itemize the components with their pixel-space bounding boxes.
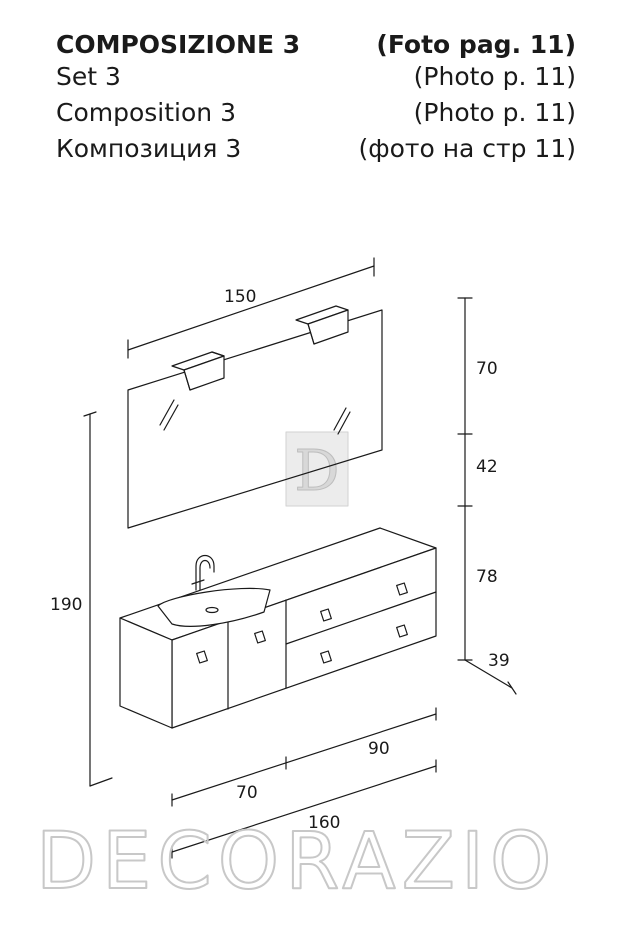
photo-ref-ru: (фото на стр 11) [358, 134, 576, 163]
vertical-dimension-right: 70 42 78 [457, 297, 498, 661]
dim-gap-height: 42 [476, 457, 498, 477]
watermark-logo-letter: D [295, 439, 340, 504]
composition-title-en: Composition 3 [56, 98, 236, 127]
header-row-4: Композиция 3 (фото на стр 11) [56, 134, 576, 164]
header-row-2: Set 3 (Photo p. 11) [56, 62, 576, 92]
dim-mirror-height: 70 [476, 359, 498, 379]
header-row-1: COMPOSIZIONE 3 (Foto pag. 11) [56, 30, 576, 60]
watermark-logo: D [285, 431, 349, 507]
watermark-brand: DECORAZIO [36, 817, 557, 907]
mirror-lamp-right [295, 305, 349, 345]
basin [157, 554, 271, 627]
mirror [127, 309, 383, 529]
width-dimensions: 70 90 160 [171, 707, 437, 859]
dim-cabinet-depth: 39 [488, 651, 510, 671]
photo-ref-en: (Photo p. 11) [413, 62, 576, 91]
dim-total-height: 190 [50, 595, 82, 615]
header-row-3: Composition 3 (Photo p. 11) [56, 98, 576, 128]
depth-dimension: 39 [464, 651, 517, 695]
total-height-dimension: 190 [50, 411, 113, 787]
dim-left-module-width: 70 [236, 783, 258, 803]
dim-total-width: 160 [308, 813, 340, 833]
photo-ref-it: (Foto pag. 11) [376, 30, 576, 59]
photo-ref-fr: (Photo p. 11) [413, 98, 576, 127]
mirror-width-dimension: 150 [127, 257, 375, 359]
composition-title-it: COMPOSIZIONE 3 [56, 30, 301, 59]
dim-cabinet-height: 78 [476, 567, 498, 587]
dim-right-module-width: 90 [368, 739, 390, 759]
dim-mirror-width: 150 [224, 287, 256, 307]
mirror-lamp-left [171, 351, 225, 391]
composition-title-set: Set 3 [56, 62, 121, 91]
vanity-cabinet [119, 527, 437, 729]
composition-title-ru: Композиция 3 [56, 134, 242, 163]
